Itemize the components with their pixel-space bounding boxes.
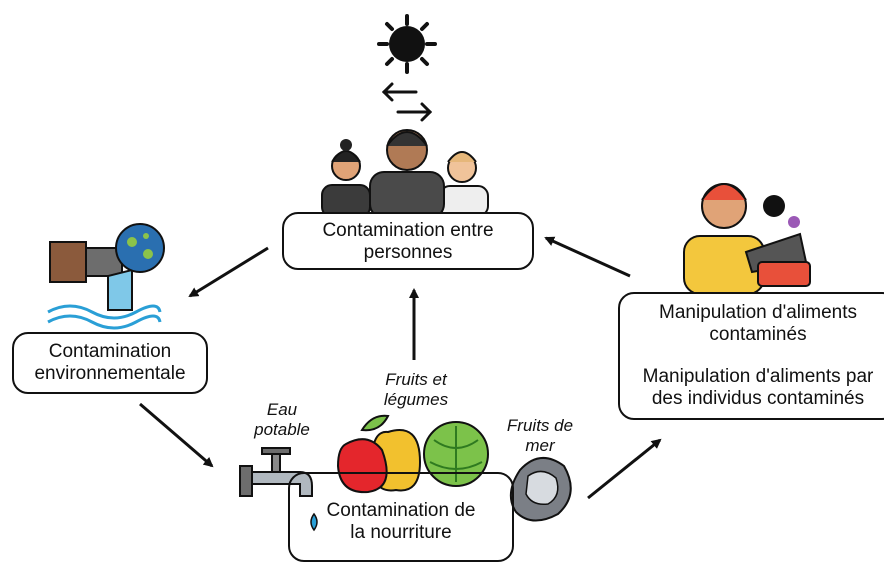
flow-arrows	[139, 236, 662, 500]
label-drinking-water: Eau potable	[242, 400, 322, 440]
node-label-line: Contamination	[48, 341, 172, 362]
node-label-line: la nourriture	[350, 522, 452, 543]
node-food-contamination: Contamination de la nourriture	[288, 472, 514, 562]
sewage-pipe-icon	[47, 223, 165, 330]
label-line: légumes	[383, 390, 449, 409]
node-label-line: environnementale	[34, 363, 186, 384]
label-line: Fruits et	[385, 370, 447, 389]
node-label-line: contaminés	[709, 324, 807, 345]
arrow-handling-to-people	[544, 236, 631, 278]
exchange-arrows-icon	[381, 82, 433, 122]
node-label-line: Manipulation d'aliments	[659, 302, 857, 323]
arrow-food-to-handling	[587, 438, 662, 500]
oyster-icon	[509, 457, 572, 522]
arrow-people-to-environment	[188, 246, 269, 298]
node-environmental-contamination: Contamination environnementale	[12, 332, 208, 394]
node-label-line: des individus contaminés	[651, 388, 865, 409]
label-line: potable	[254, 420, 310, 439]
label-line: Fruits de	[506, 416, 574, 435]
node-label-line: Contamination de	[326, 500, 476, 521]
label-line: Eau	[266, 400, 298, 419]
node-label-line: Manipulation d'aliments par	[642, 366, 874, 387]
label-seafood: Fruits de mer	[490, 416, 590, 456]
people-group-icon	[321, 129, 489, 219]
node-people-contamination: Contamination entre personnes	[282, 212, 534, 270]
node-label-line: Contamination entre	[322, 220, 494, 241]
label-fruits-vegetables: Fruits et légumes	[366, 370, 466, 410]
food-handler-icon	[683, 183, 811, 295]
label-line: mer	[525, 436, 555, 455]
virus-icon	[377, 14, 437, 74]
node-food-handling: Manipulation d'aliments contaminés Manip…	[618, 292, 884, 420]
fruits-vegetables-icon	[336, 414, 489, 494]
diagram-canvas	[47, 14, 811, 532]
arrow-environment-to-food	[139, 402, 214, 468]
node-label-line: personnes	[363, 242, 453, 263]
